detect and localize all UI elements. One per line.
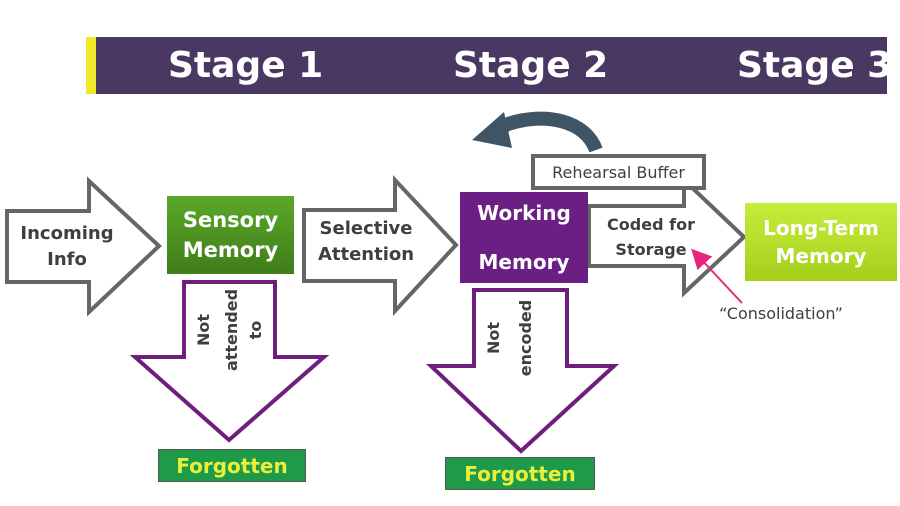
rehearsal-buffer-box: Rehearsal Buffer [531, 154, 706, 190]
selective-attention-line2: Attention [317, 244, 415, 265]
long-term-memory-label-line1: Long-Term [763, 216, 879, 240]
stage-1-label: Stage 1 [168, 45, 324, 86]
incoming-label-line2: Info [47, 249, 87, 270]
not-attended-line1: Not [194, 313, 213, 347]
banner-accent-bar [86, 37, 96, 94]
long-term-memory-label-line2: Memory [775, 244, 867, 268]
stage-3-label: Stage 3 [737, 45, 893, 86]
forgotten-box-2: Forgotten [445, 457, 595, 490]
stage-2-label: Stage 2 [453, 45, 609, 86]
rehearsal-curved-arrow [496, 111, 603, 153]
long-term-memory-box: Long-Term Memory [745, 203, 897, 281]
not-attended-arrow [129, 280, 330, 443]
sensory-memory-label-line2: Memory [182, 238, 279, 262]
coded-storage-arrow [587, 175, 747, 298]
coded-storage-line1: Coded for [607, 215, 695, 234]
working-memory-label-line1: Working [477, 201, 571, 225]
rehearsal-arrowhead [472, 112, 512, 148]
selective-attention-arrow [302, 174, 459, 317]
working-memory-box: Working Memory [460, 192, 588, 283]
sensory-memory-label-line1: Sensory [182, 208, 279, 232]
incoming-arrow [5, 176, 162, 317]
not-attended-line3: to [246, 320, 265, 340]
working-memory-label-line2: Memory [478, 250, 570, 274]
consolidation-pointer [691, 248, 743, 304]
consolidation-label: “Consolidation” [719, 304, 843, 323]
incoming-label-line1: Incoming [20, 223, 114, 244]
stage-banner [86, 37, 887, 94]
selective-attention-line1: Selective [319, 218, 413, 239]
not-attended-line2: attended [222, 288, 241, 372]
sensory-memory-box: Sensory Memory [167, 196, 294, 274]
coded-storage-line2: Storage [615, 240, 687, 259]
forgotten-box-1: Forgotten [158, 449, 306, 482]
not-encoded-line1: Not [484, 321, 503, 355]
not-encoded-line2: encoded [516, 299, 535, 377]
not-encoded-arrow [425, 288, 620, 454]
